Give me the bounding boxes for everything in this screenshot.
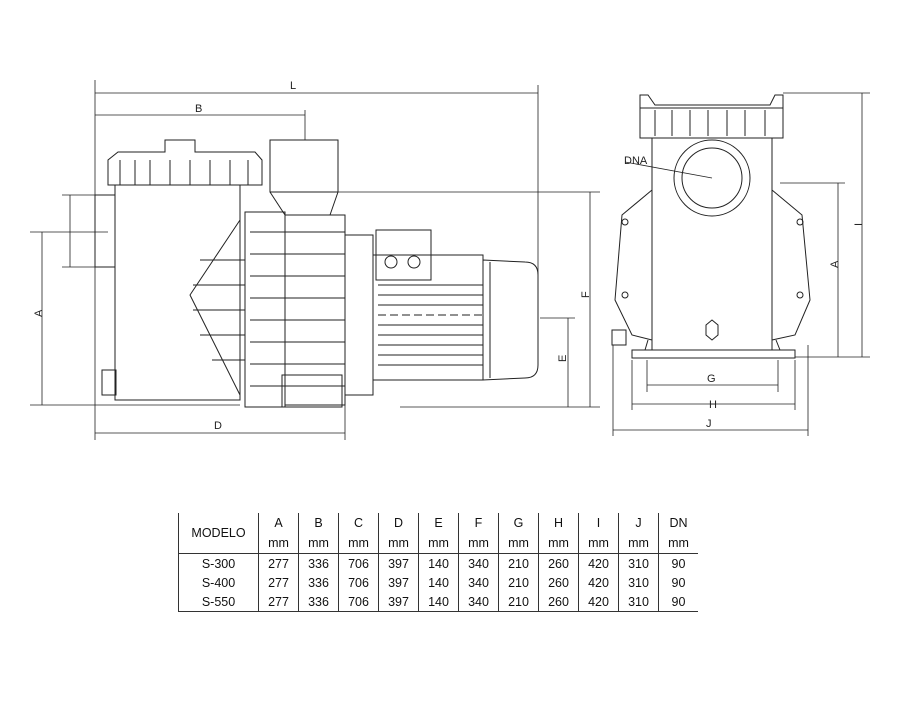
header-d: D — [378, 513, 419, 533]
value-cell: 420 — [578, 592, 619, 612]
value-cell: 277 — [258, 592, 299, 612]
value-cell: 706 — [338, 553, 379, 573]
value-cell: 336 — [298, 553, 339, 573]
unit: mm — [338, 533, 379, 554]
unit: mm — [498, 533, 539, 554]
label-L: L — [290, 80, 296, 92]
front-dimension-lines — [612, 92, 870, 436]
unit: mm — [418, 533, 459, 554]
value-cell: 277 — [258, 553, 299, 573]
value-cell: 210 — [498, 573, 539, 592]
model-cell: S-300 — [178, 553, 259, 573]
side-view — [30, 80, 600, 440]
label-J: J — [706, 418, 712, 430]
header-h: H — [538, 513, 579, 533]
unit: mm — [538, 533, 579, 554]
label-A-side: A — [33, 309, 45, 317]
value-cell: 260 — [538, 592, 579, 612]
model-cell: S-400 — [178, 573, 259, 592]
label-I: I — [853, 223, 865, 226]
value-cell: 340 — [458, 592, 499, 612]
header-modelo: MODELO — [178, 513, 259, 554]
label-DNA: DNA — [624, 155, 648, 167]
label-D: D — [214, 420, 222, 432]
value-cell: 706 — [338, 592, 379, 612]
value-cell: 140 — [418, 592, 459, 612]
value-cell: 210 — [498, 592, 539, 612]
value-cell: 706 — [338, 573, 379, 592]
unit: mm — [618, 533, 659, 554]
header-f: F — [458, 513, 499, 533]
table-unit-row: mm mm mm mm mm mm mm mm mm mm mm — [179, 533, 698, 554]
value-cell: 310 — [618, 553, 659, 573]
value-cell: 90 — [658, 553, 698, 573]
header-e: E — [418, 513, 459, 533]
label-A-front: A — [829, 260, 841, 268]
value-cell: 397 — [378, 573, 419, 592]
model-cell: S-550 — [178, 592, 259, 612]
header-c: C — [338, 513, 379, 533]
header-dn: DN — [658, 513, 698, 533]
label-E: E — [557, 355, 569, 362]
unit: mm — [658, 533, 698, 554]
value-cell: 340 — [458, 553, 499, 573]
label-H: H — [709, 399, 717, 411]
value-cell: 420 — [578, 573, 619, 592]
value-cell: 420 — [578, 553, 619, 573]
header-j: J — [618, 513, 659, 533]
table-header-row: MODELO A B C D E F G H I J DN — [178, 513, 698, 554]
side-dimension-lines — [30, 80, 600, 440]
value-cell: 336 — [298, 573, 339, 592]
unit: mm — [378, 533, 419, 554]
value-cell: 336 — [298, 592, 339, 612]
dimension-labels: L B A D F E DNA A I G H J — [33, 80, 865, 432]
value-cell: 140 — [418, 553, 459, 573]
value-cell: 277 — [258, 573, 299, 592]
value-cell: 90 — [658, 592, 698, 612]
label-F: F — [580, 291, 592, 298]
unit: mm — [298, 533, 339, 554]
value-cell: 397 — [378, 553, 419, 573]
value-cell: 310 — [618, 592, 659, 612]
front-view — [611, 92, 870, 436]
header-b: B — [298, 513, 339, 533]
unit: mm — [578, 533, 619, 554]
value-cell: 140 — [418, 573, 459, 592]
header-g: G — [498, 513, 539, 533]
header-i: I — [578, 513, 619, 533]
value-cell: 260 — [538, 573, 579, 592]
value-cell: 310 — [618, 573, 659, 592]
value-cell: 210 — [498, 553, 539, 573]
dimensions-table: MODELO A B C D E F G H I J DN mm mm mm m… — [178, 513, 698, 612]
unit: mm — [458, 533, 499, 554]
unit: mm — [258, 533, 299, 554]
label-G: G — [707, 373, 716, 385]
value-cell: 397 — [378, 592, 419, 612]
label-B: B — [195, 103, 202, 115]
value-cell: 260 — [538, 553, 579, 573]
value-cell: 90 — [658, 573, 698, 592]
value-cell: 340 — [458, 573, 499, 592]
header-a: A — [258, 513, 299, 533]
